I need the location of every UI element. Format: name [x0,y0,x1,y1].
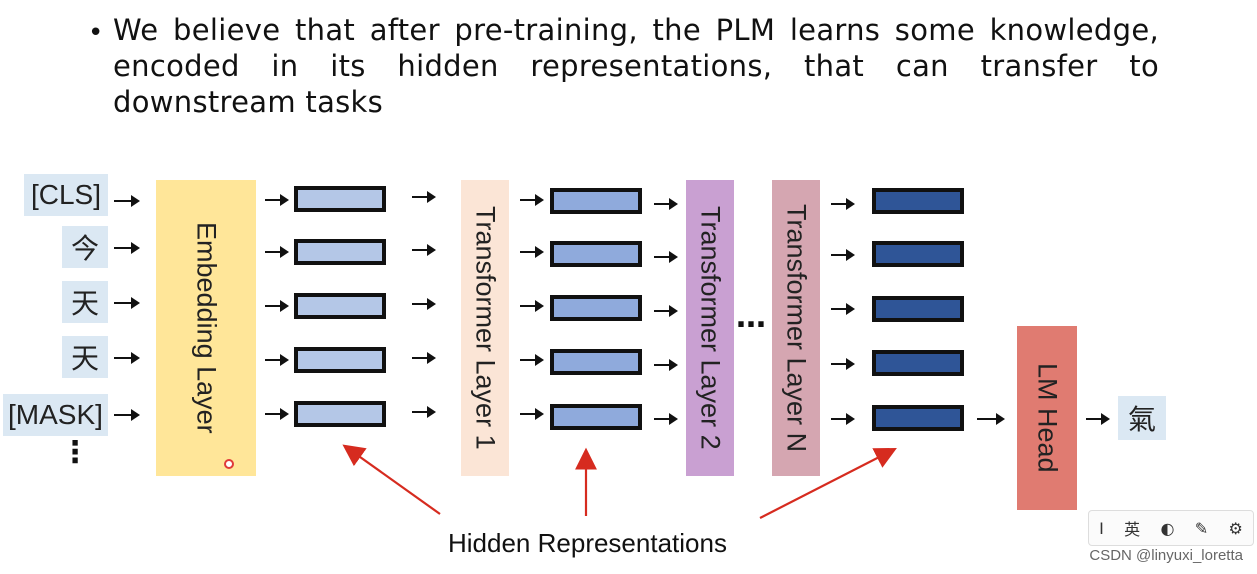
transformer-layer-n-block: Transformer Layer N [772,180,820,476]
arrow-token-embed-2 [114,297,140,309]
hidden-rep-c1-r0 [294,186,386,212]
hidden-rep-c1-r3 [294,347,386,373]
arrow-embed-h1-1 [265,246,289,258]
ime-toolbar: I 英 ◐ ✎ ⚙ [1088,510,1254,546]
input-token-cls: [CLS] [24,174,108,216]
transformer-layer-n-label: Transformer Layer N [781,203,812,453]
arrow-t1-h2-1 [520,246,544,258]
arrow-h1-t1-4 [412,406,436,418]
arrow-token-embed-4 [114,409,140,421]
arrow-tn-h3-0 [831,198,855,210]
arrow-token-embed-0 [114,195,140,207]
transformer-layer-2-label: Transformer Layer 2 [695,206,726,450]
horizontal-ellipsis: … [736,300,767,335]
ime-settings-icon[interactable]: ⚙ [1228,518,1243,538]
arrow-t1-h2-0 [520,194,544,206]
hidden-rep-c2-r2 [550,295,642,321]
bullet-text: We believe that after pre-training, the … [113,13,1159,119]
transformer-layer-2-block: Transformer Layer 2 [686,180,734,476]
input-token-mask: [MASK] [3,394,108,436]
arrow-tn-h3-1 [831,249,855,261]
arrow-token-embed-1 [114,242,140,254]
arrow-tn-h3-2 [831,303,855,315]
arrow-h2-t2-0 [654,198,678,210]
annotation-arrow-col1 [342,444,441,515]
vertical-ellipsis: ⋮ [60,438,90,468]
embedding-layer-block: Embedding Layer [156,180,256,476]
arrow-embed-h1-4 [265,408,289,420]
hidden-representations-caption: Hidden Representations [448,528,727,558]
arrow-h1-t1-0 [412,191,436,203]
arrow-h1-t1-2 [412,298,436,310]
hidden-rep-c1-r2 [294,293,386,319]
arrow-embed-h1-2 [265,300,289,312]
hidden-rep-c1-r1 [294,239,386,265]
transformer-layer-1-block: Transformer Layer 1 [461,180,509,476]
arrow-t1-h2-4 [520,408,544,420]
hidden-rep-c3-r1 [872,241,964,267]
hidden-rep-c3-r3 [872,350,964,376]
arrow-h2-t2-4 [654,413,678,425]
cursor-dot [224,459,234,469]
hidden-rep-c1-r4 [294,401,386,427]
arrow-token-embed-3 [114,352,140,364]
arrow-lmhead-output [1086,413,1110,425]
ime-pen-icon[interactable]: ✎ [1194,518,1209,538]
vertical-ellipsis-glyph: ⋮ [60,435,90,470]
horizontal-ellipsis-glyph: … [736,300,767,335]
arrow-h1-t1-3 [412,352,436,364]
arrow-h2-t2-3 [654,359,678,371]
lm-head-block: LM Head [1017,326,1077,510]
arrow-h2-t2-2 [654,305,678,317]
input-token-1: 今 [62,226,108,268]
arrow-embed-h1-0 [265,194,289,206]
bullet-symbol: • [88,18,104,48]
arrow-tn-h3-4 [831,413,855,425]
arrow-t1-h2-3 [520,354,544,366]
input-token-3: 天 [62,336,108,378]
hidden-rep-c3-r4 [872,405,964,431]
arrow-tn-h3-3 [831,358,855,370]
arrow-embed-h1-3 [265,354,289,366]
hidden-rep-c2-r4 [550,404,642,430]
arrow-t1-h2-2 [520,300,544,312]
arrow-h2-t2-1 [654,251,678,263]
watermark: CSDN @linyuxi_loretta [1089,547,1243,564]
embedding-layer-label: Embedding Layer [191,222,222,434]
transformer-layer-1-label: Transformer Layer 1 [470,206,501,450]
ime-cursor-icon[interactable]: I [1099,518,1104,538]
arrow-h1-t1-1 [412,244,436,256]
ime-language-toggle[interactable]: 英 [1124,520,1141,539]
hidden-rep-c3-r2 [872,296,964,322]
hidden-rep-c2-r0 [550,188,642,214]
arrow-h3-lmhead [977,413,1005,425]
hidden-rep-c3-r0 [872,188,964,214]
lm-head-label: LM Head [1032,363,1063,473]
hidden-rep-c2-r3 [550,349,642,375]
input-token-2: 天 [62,281,108,323]
output-token: 氣 [1118,396,1166,440]
hidden-rep-c2-r1 [550,241,642,267]
ime-width-toggle-icon[interactable]: ◐ [1160,518,1175,538]
